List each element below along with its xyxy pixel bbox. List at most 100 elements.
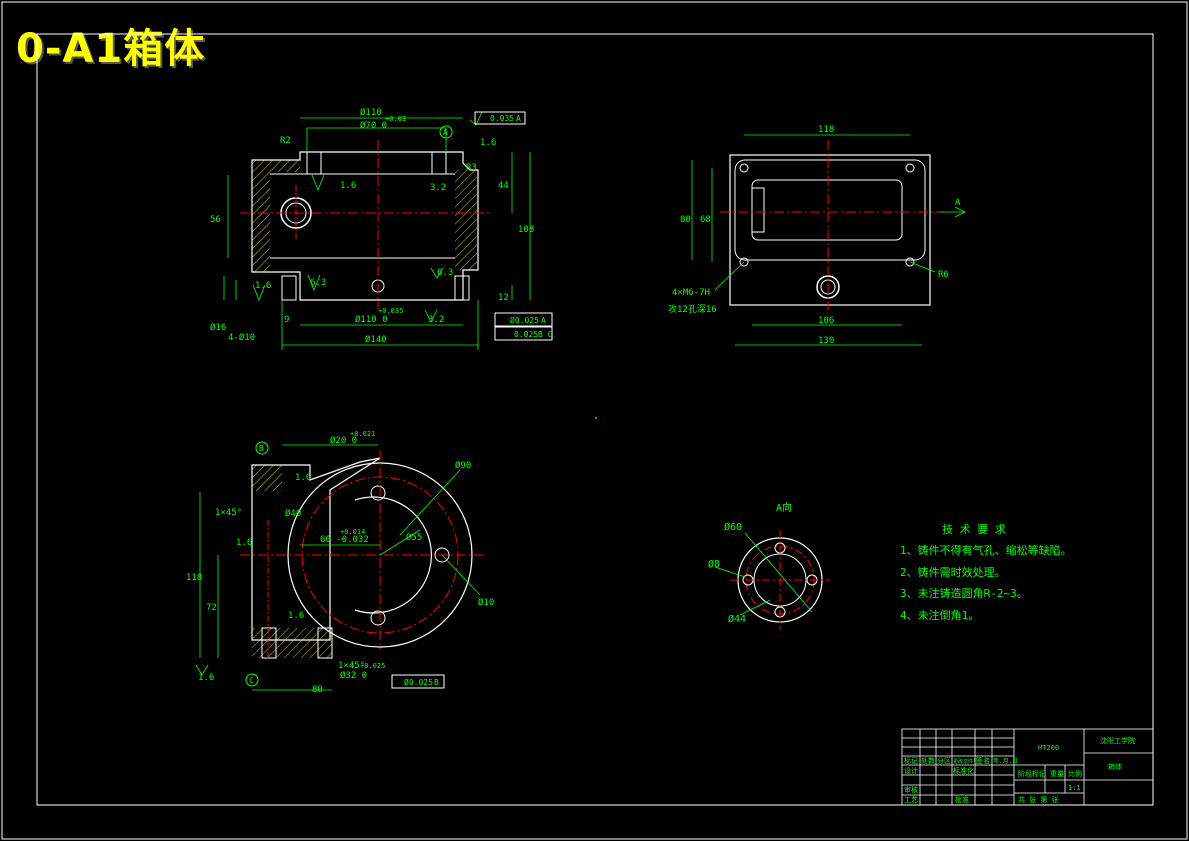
side-arrow-a: A <box>955 198 961 208</box>
front-ra4: 6.3 <box>310 278 326 288</box>
section-ra1: 1.6 <box>236 538 252 548</box>
front-dim-9: 9 <box>284 315 289 325</box>
front-gdt1-val: Ø0.025 <box>510 315 539 325</box>
tb-process: 工艺 <box>904 796 918 804</box>
a-view: A向 Ø60 Ø8 Ø44 <box>708 501 830 630</box>
section-dim-d10: Ø10 <box>478 597 494 608</box>
tb-design: 设计 <box>904 766 918 775</box>
front-ra6: 3.2 <box>428 315 444 325</box>
front-ra7: 1.6 <box>255 281 271 291</box>
side-dim-68: 68 <box>700 215 711 225</box>
section-gdt-val: Ø0.025 <box>404 677 433 687</box>
tb-material: HT200 <box>1038 744 1059 752</box>
front-dim-d16: Ø16 <box>210 322 226 333</box>
tb-label-count: 处数 <box>921 756 935 765</box>
section-datum-c: C <box>249 676 254 685</box>
front-dim-4d10: 4-Ø10 <box>228 332 255 343</box>
title-block <box>901 728 1154 806</box>
section-dim-d20: Ø20 0 <box>330 435 357 446</box>
tb-sheets: 共 张 第 张 <box>1018 795 1059 804</box>
side-dim-106: 106 <box>818 316 834 326</box>
a-view-d44: Ø44 <box>728 613 746 625</box>
front-dim-r2: R2 <box>280 136 291 146</box>
section-ra2: 1.6 <box>295 473 311 483</box>
front-outline <box>251 151 479 301</box>
section-dim-80: 80 <box>312 685 323 695</box>
front-hatch-right <box>455 170 477 270</box>
section-dim-d90: Ø90 <box>455 460 471 471</box>
front-dim-d70: Ø70 0 <box>360 120 387 131</box>
side-dim-118: 118 <box>818 125 834 135</box>
side-dim-130: 130 <box>818 336 834 346</box>
section-chamfer: 1×45° <box>215 508 242 518</box>
front-datum-a: A <box>443 128 448 137</box>
front-dim-d110-top: Ø110 <box>360 107 382 118</box>
tb-label-sign: 签名 <box>976 756 990 765</box>
side-threads-depth: 攻12孔深16 <box>668 303 717 315</box>
a-view-d60: Ø60 <box>724 521 742 533</box>
section-dim-d40: Ø40 <box>285 508 301 519</box>
tb-label-mark: 标记 <box>904 756 918 765</box>
section-dim-d60-tol: +0.014 <box>340 528 365 536</box>
front-gdt2-val: 0.025 <box>514 330 538 339</box>
tb-scale-val: 1:1 <box>1068 784 1081 792</box>
section-ra4: 1.6 <box>198 673 214 683</box>
front-gdt-top: 0.035 <box>490 114 514 123</box>
section-dim-118: 118 <box>186 573 202 583</box>
tb-school: 沈阳工学院 <box>1100 736 1135 745</box>
tech-item-3: 3、未注铸造圆角R-2~3。 <box>900 586 1028 600</box>
tb-label-zone: 分区 <box>937 756 951 765</box>
tech-heading: 技 术 要 求 <box>942 523 1006 536</box>
tb-check: 审核 <box>904 785 918 794</box>
front-gdt2-ref: B C <box>538 330 553 339</box>
section-dim-d32-tol: +0.025 <box>360 662 385 670</box>
front-dim-44: 44 <box>498 181 509 191</box>
section-dim-d60: 60 -0.032 <box>320 535 369 545</box>
tech-item-2: 2、铸件需时效处理。 <box>900 565 1006 579</box>
tech-requirements: 技 术 要 求 1、铸件不得有气孔、缩松等缺陷。 2、铸件需时效处理。 3、未注… <box>900 523 1072 622</box>
front-ra1: 1.6 <box>480 138 496 148</box>
front-ra2: 1.6 <box>340 181 356 191</box>
front-view: Ø110 Ø70 0 +0.03 0.035 A A R2 R3 1.6 1.6… <box>210 107 553 350</box>
tb-approve: 批准 <box>955 795 969 804</box>
side-threads: 4×M6-7H <box>672 288 710 298</box>
front-dim-12: 12 <box>498 293 509 303</box>
front-ra3: 3.2 <box>430 183 446 193</box>
tb-label-doc: 更改文件号 <box>953 758 978 765</box>
tb-standard: 标准化 <box>953 766 974 775</box>
tb-label-date: 年.月.日 <box>993 757 1018 765</box>
front-dim-d70-tol: +0.03 <box>385 115 406 123</box>
side-dim-r6: R6 <box>938 270 949 280</box>
section-dim-d32: Ø32 0 <box>340 670 367 681</box>
tb-stage-mark: 阶段标记 <box>1018 769 1046 778</box>
front-ra5: 6.3 <box>437 268 453 278</box>
section-view: B C Ø20 0 +0.021 1×45° 118 72 Ø40 60 -0.… <box>186 430 494 695</box>
front-hatch-top <box>270 160 300 172</box>
side-dim-80: 80 <box>680 215 691 225</box>
front-dim-r3: R3 <box>466 163 477 173</box>
tech-item-4: 4、未注倒角1。 <box>900 608 979 622</box>
front-hatch-left <box>252 160 270 272</box>
front-dim-d110-bottom: Ø110 0 <box>355 314 388 325</box>
front-dim-56: 56 <box>210 215 221 225</box>
front-dim-d110-tol: +0.035 <box>378 307 403 315</box>
front-gdt1-ref: A <box>541 316 546 325</box>
tb-part-name: 箱体 <box>1108 762 1122 771</box>
section-chamfer2: 1×45° <box>338 661 365 671</box>
side-view: 118 80 68 106 130 R6 4×M6-7H 攻12孔深16 A <box>668 125 966 346</box>
inner-border <box>36 33 1154 806</box>
front-dim-d140: Ø140 <box>365 334 387 345</box>
front-dim-108: 108 <box>518 225 534 235</box>
section-ra3: 1.6 <box>288 611 304 621</box>
section-dim-d20-tol: +0.021 <box>350 430 375 438</box>
section-datum-b: B <box>259 444 264 453</box>
tb-scale: 比例 <box>1068 769 1082 778</box>
tech-item-1: 1、铸件不得有气孔、缩松等缺陷。 <box>900 543 1072 557</box>
section-dim-d55: Ø55 <box>406 532 422 543</box>
section-gdt-ref: B <box>434 678 439 687</box>
front-gdt-top-ref: A <box>516 114 521 123</box>
a-view-d8: Ø8 <box>708 558 720 570</box>
a-view-label: A向 <box>776 501 792 514</box>
